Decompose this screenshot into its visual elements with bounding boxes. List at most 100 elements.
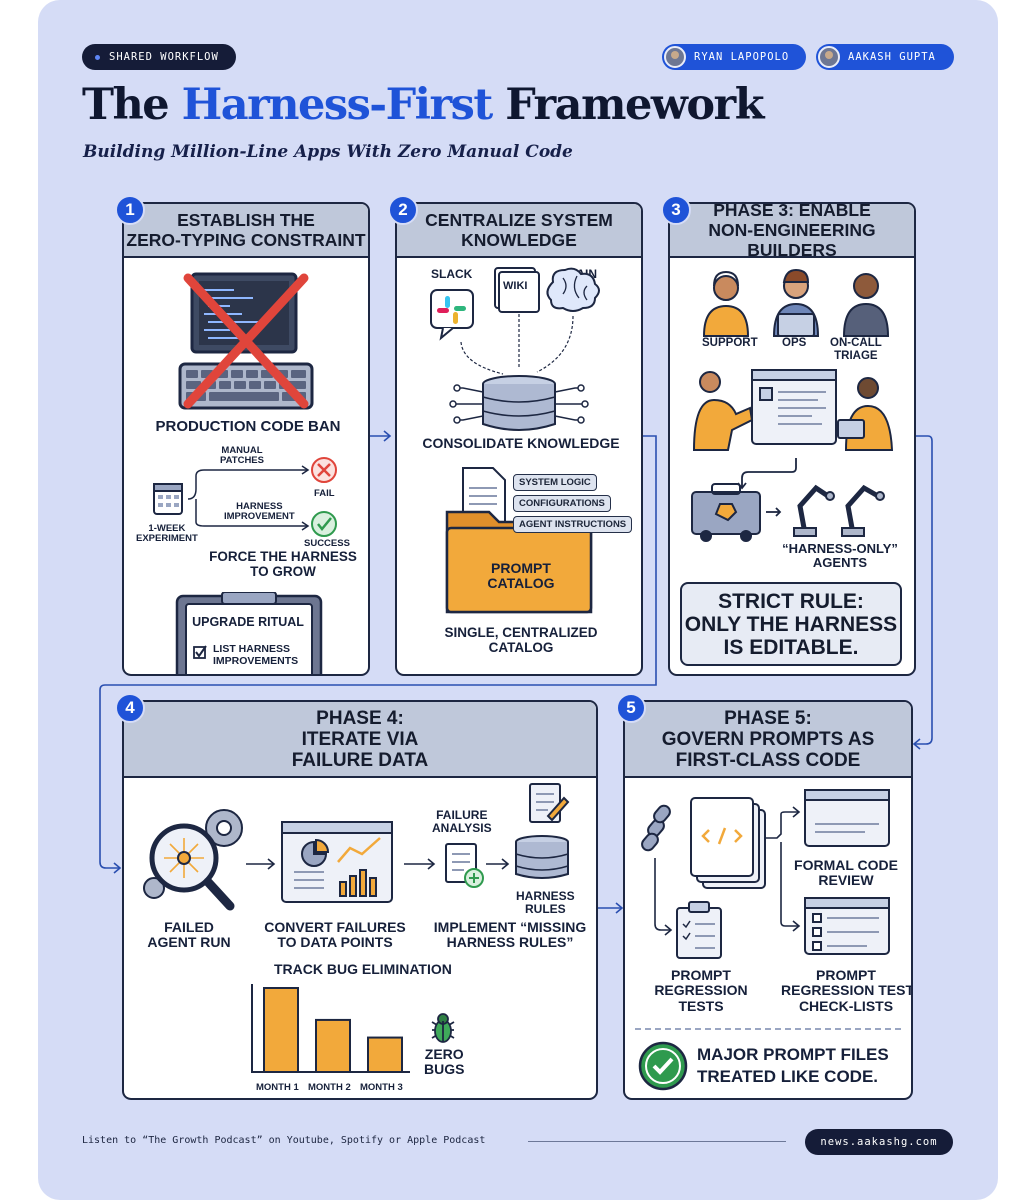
label-line: AGENT RUN: [147, 934, 231, 951]
label-line: REVIEW: [818, 872, 874, 889]
bar-month-3: [367, 1036, 403, 1073]
bug-elimination-chart: [251, 984, 410, 1073]
chart-title: TRACK BUG ELIMINATION: [274, 961, 452, 977]
rule-line: STRICT RULE:: [718, 589, 864, 613]
strict-rule-box: STRICT RULE: ONLY THE HARNESS IS EDITABL…: [680, 582, 902, 666]
tag-system-logic: SYSTEM LOGIC: [513, 474, 597, 491]
phase-1-panel: ESTABLISH THE ZERO-TYPING CONSTRAINT PRO…: [122, 202, 370, 676]
heading-line: CENTRALIZE SYSTEM: [425, 210, 613, 230]
label-line: IMPROVEMENTS: [213, 654, 299, 667]
label-line: TRIAGE: [834, 349, 878, 362]
phase-1-heading: ESTABLISH THE ZERO-TYPING CONSTRAINT: [124, 204, 368, 258]
upgrade-ritual-item: LIST HARNESS IMPROVEMENTS: [213, 643, 299, 667]
knowledge-sources-icon: [430, 267, 600, 431]
phase-4-number: 4: [115, 693, 145, 723]
label-line: FAILURE: [436, 808, 488, 822]
label-line: AGENTS: [812, 555, 868, 571]
failure-analysis-label: FAILURE ANALYSIS: [432, 808, 492, 835]
toolbox-robots-icon: [691, 458, 885, 542]
experiment-label: 1-WEEK EXPERIMENT: [136, 523, 198, 545]
bug-icon: [431, 1013, 455, 1043]
workflow-badge: SHARED WORKFLOW: [82, 44, 236, 70]
label-line: HARNESS: [236, 501, 283, 512]
tag-configurations: CONFIGURATIONS: [513, 495, 611, 512]
keyboard-ban-icon: [178, 272, 314, 410]
heading-line: PHASE 5:: [724, 707, 812, 729]
label-line: PROMPT: [816, 967, 876, 983]
label-line: PATCHES: [220, 455, 264, 467]
phase-5-number: 5: [616, 693, 646, 723]
clipboard-icon: [175, 592, 323, 674]
website-link[interactable]: news.aakashg.com: [805, 1129, 953, 1155]
phase-2-heading: CENTRALIZE SYSTEM KNOWLEDGE: [397, 204, 641, 258]
phase-3-panel: PHASE 3: ENABLE NON-ENGINEERING BUILDERS…: [668, 202, 916, 676]
harness-only-agents-label: “HARNESS-ONLY” AGENTS: [770, 541, 910, 571]
implement-rules-label: IMPLEMENT “MISSING HARNESS RULES”: [426, 919, 594, 951]
bar-month-1: [263, 987, 299, 1073]
author-name: AAKASH GUPTA: [848, 51, 936, 63]
fail-label: FAIL: [314, 488, 335, 499]
label-line: MAJOR PROMPT FILES: [697, 1045, 889, 1064]
footer-divider: [528, 1141, 786, 1142]
phase-4-heading: PHASE 4: ITERATE VIA FAILURE DATA: [124, 702, 596, 778]
prompt-governance-diagram: [641, 789, 890, 959]
consolidate-knowledge-label: CONSOLIDATE KNOWLEDGE: [422, 435, 620, 451]
builders-people-icon: [702, 268, 890, 337]
label-line: ON-CALL: [830, 337, 882, 349]
label-line: ZERO: [424, 1046, 464, 1062]
harness-improvement-label: HARNESS IMPROVEMENT: [224, 501, 295, 523]
label-line: TO GROW: [250, 563, 316, 579]
success-label: SUCCESS: [304, 538, 350, 549]
label-line: PROMPT: [671, 967, 731, 983]
zero-bugs-label: ZERO BUGS: [424, 1046, 465, 1078]
website-link-label: news.aakashg.com: [820, 1136, 938, 1148]
experiment-flow-diagram: [153, 457, 337, 537]
rule-line: IS EDITABLE.: [723, 635, 859, 659]
chart-axis: [251, 984, 410, 1073]
heading-line: PHASE 4:: [316, 707, 404, 729]
phase-1-number: 1: [115, 195, 145, 225]
label-line: LIST HARNESS: [213, 643, 291, 655]
author-chip-ryan[interactable]: RYAN LAPOPOLO: [662, 44, 806, 70]
heading-line: KNOWLEDGE: [461, 230, 577, 250]
author-chip-aakash[interactable]: AAKASH GUPTA: [816, 44, 954, 70]
title-part: Framework: [505, 80, 764, 130]
prompt-folder-icon: [445, 467, 593, 614]
phase-3-number: 3: [661, 195, 691, 225]
label-line: EXPERIMENT: [136, 533, 198, 545]
label-line: TO DATA POINTS: [277, 934, 393, 951]
formal-code-review-label: FORMAL CODE REVIEW: [791, 857, 901, 889]
label-line: TREATED LIKE CODE.: [697, 1067, 879, 1086]
role-support-label: SUPPORT: [702, 337, 758, 349]
upgrade-ritual-title: UPGRADE RITUAL: [192, 615, 304, 629]
source-wiki-label: WIKI: [503, 280, 528, 292]
label-line: MANUAL: [221, 445, 263, 456]
tick-label-month-1: MONTH 1: [256, 1082, 299, 1093]
heading-line: FAILURE DATA: [291, 749, 429, 771]
centralized-catalog-label: SINGLE, CENTRALIZED CATALOG: [397, 625, 641, 656]
major-prompt-files-label: MAJOR PROMPT FILES TREATED LIKE CODE.: [697, 1044, 889, 1088]
failure-data-flow-diagram: [143, 783, 570, 911]
heading-line: ESTABLISH THE: [177, 210, 315, 230]
convert-failures-label: CONVERT FAILURES TO DATA POINTS: [260, 919, 410, 951]
prompt-regression-tests-label: PROMPT REGRESSION TESTS: [651, 967, 751, 1014]
regression-checklists-label: PROMPT REGRESSION TEST CHECK-LISTS: [781, 967, 911, 1014]
harness-rules-label: HARNESS RULES: [516, 889, 575, 916]
label-line: BUGS: [424, 1061, 465, 1078]
phase-4-panel: PHASE 4: ITERATE VIA FAILURE DATA FAILUR…: [122, 700, 598, 1100]
label-line: IMPROVEMENT: [224, 511, 295, 523]
label-line: SINGLE, CENTRALIZED: [444, 625, 598, 640]
label-line: FORMAL CODE: [794, 857, 898, 873]
label-line: CONVERT FAILURES: [264, 919, 406, 935]
label-line: TESTS: [678, 997, 724, 1014]
tick-label-month-3: MONTH 3: [360, 1082, 403, 1093]
avatar: [818, 46, 840, 68]
bar-month-2: [315, 1018, 351, 1073]
source-slack-label: SLACK: [431, 267, 473, 281]
production-code-ban-label: PRODUCTION CODE BAN: [155, 418, 341, 435]
prompt-catalog-label: PROMPT CATALOG: [441, 560, 601, 592]
label-line: HARNESS RULES”: [446, 934, 574, 951]
heading-line: PHASE 3: ENABLE: [713, 202, 871, 220]
manual-patches-label: MANUAL PATCHES: [220, 445, 264, 467]
title-highlight: Harness-First: [181, 80, 494, 130]
